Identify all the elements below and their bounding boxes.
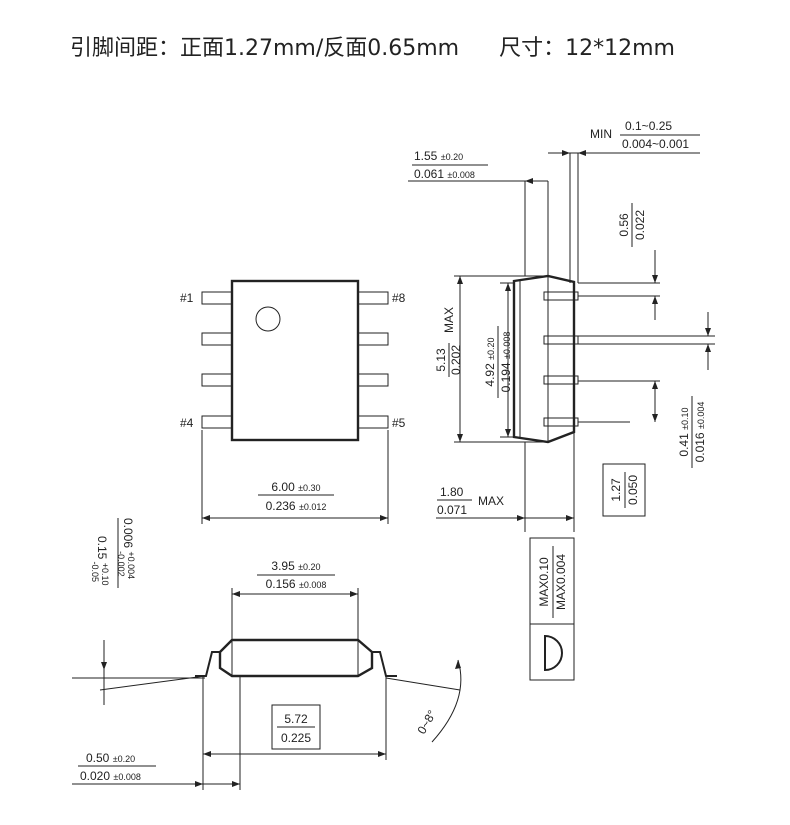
pin8-label: #8 [392, 291, 406, 305]
pin-right-6 [357, 373, 389, 387]
side-lead-2 [543, 335, 579, 345]
side-lead-in-label: 0.061 ±0.008 [414, 167, 475, 181]
pin-left-1 [201, 291, 233, 305]
span-box [271, 704, 321, 750]
pin-right-7 [357, 332, 389, 346]
height-max-suffix: MAX [478, 494, 504, 508]
pitch-box [602, 463, 646, 517]
lead-t-mm-label: 0.41 ±0.10 [677, 407, 691, 456]
pin1-label: #1 [180, 291, 194, 305]
pin-right-8 [357, 291, 389, 305]
span-mm-label: 5.72 [284, 712, 308, 726]
len-max-suffix: MAX [442, 307, 456, 333]
body-mm-label: 3.95 ±0.20 [271, 559, 320, 573]
side-view: 5.13 0.202 MAX 4.92 ±0.20 0.194 ±0.008 1… [408, 119, 715, 681]
pin1-marker [255, 306, 281, 332]
standoff-in-label: 0.006 +0.004-0.002 [116, 518, 136, 579]
pin-left-3 [201, 373, 233, 387]
len-in-label: 0.194 ±0.008 [499, 332, 513, 393]
span-in-label: 0.225 [281, 731, 311, 745]
coplan-mm-label: MAX0.10 [537, 557, 551, 607]
lead-w-in-label: 0.022 [633, 210, 647, 240]
front-body [218, 638, 374, 678]
angle-arc [431, 659, 462, 743]
lead-t-in-label: 0.016 ±0.004 [693, 402, 707, 463]
pin-pitch-text: 引脚间距：正面1.27mm/反面0.65mm [70, 36, 460, 61]
pitch-in-label: 0.050 [626, 475, 640, 505]
width-mm-label: 6.00 ±0.30 [271, 480, 320, 494]
len-max-in-label: 0.202 [449, 345, 463, 375]
front-view: 3.95 ±0.20 0.156 ±0.008 5.72 0.225 0.50 … [72, 518, 462, 790]
min-label: MIN [590, 127, 612, 141]
height-in-label: 0.071 [437, 503, 467, 517]
top-view: #1 #4 #8 #5 6.00 ±0.30 0.236 ±0.012 [180, 279, 406, 524]
foot-mm-label: 0.50 ±0.20 [86, 751, 135, 765]
height-mm-label: 1.80 [440, 485, 464, 499]
page-title: 引脚间距：正面1.27mm/反面0.65mm 尺寸：12*12mm [70, 30, 675, 62]
coplanarity-frame [529, 537, 575, 681]
body-in-label: 0.156 ±0.008 [266, 577, 327, 591]
width-in-label: 0.236 ±0.012 [266, 499, 327, 513]
foot-in-label: 0.020 ±0.008 [80, 769, 141, 783]
size-text: 尺寸：12*12mm [499, 36, 675, 61]
lead-w-mm-label: 0.56 [617, 213, 631, 237]
side-lead-3 [543, 375, 579, 385]
pin-left-4 [201, 415, 233, 429]
coplanarity-symbol [544, 634, 563, 672]
coplan-in-label: MAX0.004 [554, 554, 568, 610]
front-lead-right [372, 651, 397, 677]
front-lead-left [195, 651, 220, 677]
standoff-mm-label: 0.15 +0.10-0.05 [90, 536, 110, 585]
len-mm-label: 4.92 ±0.20 [483, 337, 497, 386]
side-body [512, 274, 576, 444]
side-lead-mm-label: 1.55 ±0.20 [414, 149, 463, 163]
ic-body [230, 279, 360, 442]
pitch-mm-label: 1.27 [609, 478, 623, 502]
pin4-label: #4 [180, 416, 194, 430]
pin-right-5 [357, 415, 389, 429]
len-max-mm-label: 5.13 [434, 348, 448, 372]
min-mm-label: 0.1~0.25 [625, 119, 672, 133]
pin-left-2 [201, 332, 233, 346]
angle-label: 0~8° [414, 708, 439, 737]
min-in-label: 0.004~0.001 [622, 137, 689, 151]
pin5-label: #5 [392, 416, 406, 430]
